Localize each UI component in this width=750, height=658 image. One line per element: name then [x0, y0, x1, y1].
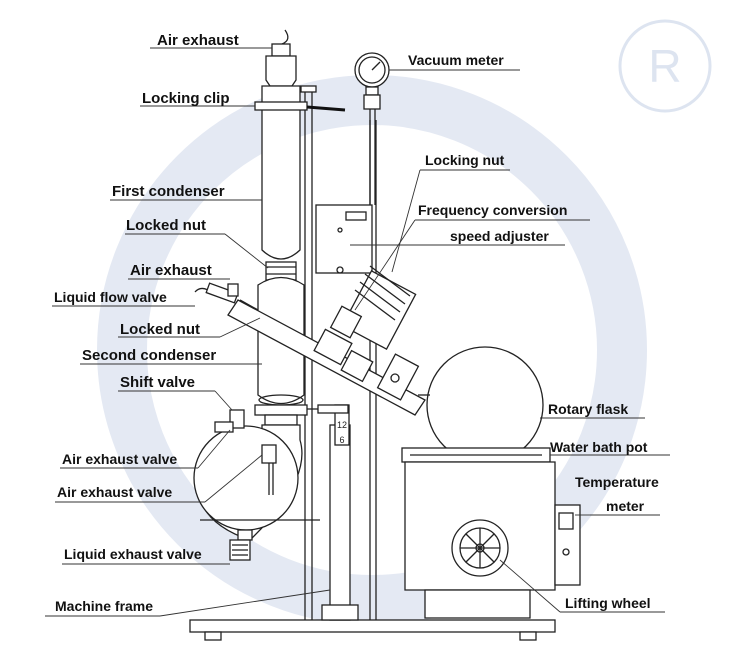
shift-valve — [307, 404, 349, 414]
label-locking-clip: Locking clip — [142, 90, 230, 107]
label-locked-nut-1: Locked nut — [126, 217, 206, 234]
leader-lines — [45, 47, 670, 617]
label-locking-nut: Locking nut — [425, 152, 505, 168]
right-labels: Vacuum meter Locking nut Frequency conve… — [408, 52, 659, 611]
label-locked-nut-2: Locked nut — [120, 321, 200, 338]
left-labels: Air exhaust Locking clip First condenser… — [54, 32, 239, 614]
base-plate — [189, 619, 556, 641]
label-frequency-conversion: Frequency conversion — [418, 202, 567, 218]
liquid-flow-valve — [194, 282, 259, 311]
first-condenser — [254, 29, 346, 281]
label-lifting-wheel: Lifting wheel — [565, 595, 651, 611]
control-box — [315, 204, 373, 274]
receiving-flask — [193, 409, 320, 561]
rotary-flask — [418, 346, 544, 464]
label-water-bath-pot: Water bath pot — [550, 439, 648, 455]
label-meter: meter — [606, 498, 645, 514]
vacuum-meter — [354, 52, 390, 205]
scale-mark-12: 12 — [337, 420, 347, 430]
label-liquid-exhaust-valve: Liquid exhaust valve — [64, 546, 202, 562]
watermark-text: R — [648, 40, 681, 92]
label-air-exhaust-mid: Air exhaust — [130, 262, 212, 279]
label-vacuum-meter: Vacuum meter — [408, 52, 504, 68]
label-machine-frame: Machine frame — [55, 598, 153, 614]
label-air-exhaust-valve-2: Air exhaust valve — [57, 484, 172, 500]
label-air-exhaust-valve-1: Air exhaust valve — [62, 451, 177, 467]
label-second-condenser: Second condenser — [82, 347, 216, 364]
vapor-duct — [227, 299, 426, 416]
label-air-exhaust-top: Air exhaust — [157, 32, 239, 49]
scale-rod: 12 6 — [334, 404, 350, 446]
label-rotary-flask: Rotary flask — [548, 401, 628, 417]
scale-mark-6: 6 — [339, 435, 344, 445]
label-speed-adjuster: speed adjuster — [450, 228, 549, 244]
motor-unit — [329, 265, 417, 350]
label-first-condenser: First condenser — [112, 183, 225, 200]
label-temperature: Temperature — [575, 474, 659, 490]
label-liquid-flow-valve: Liquid flow valve — [54, 289, 167, 305]
lifting-wheel — [451, 519, 509, 577]
label-shift-valve: Shift valve — [120, 374, 195, 391]
